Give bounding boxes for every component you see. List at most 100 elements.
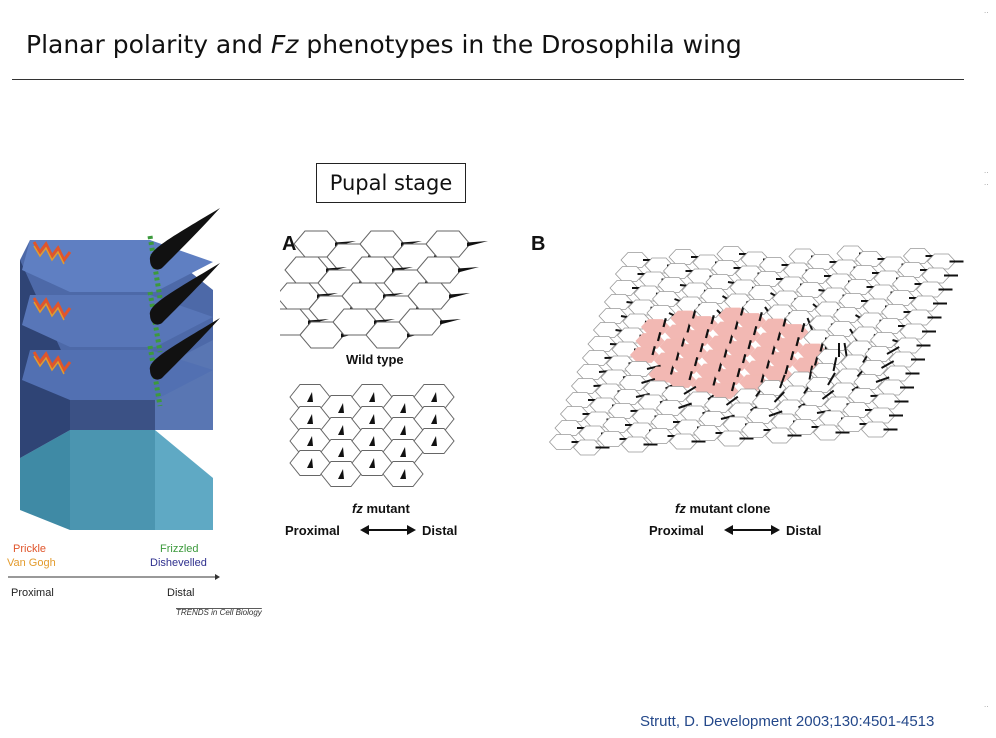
label-proximal-left: Proximal xyxy=(11,587,54,599)
pupal-stage-box: Pupal stage xyxy=(316,163,466,203)
label-dishevelled: Dishevelled xyxy=(150,557,207,569)
label-proximal-a: Proximal xyxy=(285,523,340,538)
trichome-hair xyxy=(400,469,406,479)
trichome-hair xyxy=(800,323,806,333)
edge-mark: .. xyxy=(984,700,989,709)
trichome-hair xyxy=(686,323,691,333)
trichome-hair xyxy=(765,359,771,369)
trichome-hair xyxy=(431,414,437,424)
label-clone-rest: mutant clone xyxy=(686,501,771,516)
label-wild-type: Wild type xyxy=(346,352,404,367)
trichome-hair xyxy=(819,342,824,352)
trichome-hair xyxy=(678,402,693,409)
trichome-hair xyxy=(646,364,661,370)
label-fz-mutant: fz mutant xyxy=(352,501,410,516)
trichome-hair xyxy=(656,332,662,342)
title-divider xyxy=(12,79,964,80)
trichome-hair xyxy=(641,377,656,384)
double-arrow-b-right xyxy=(771,525,780,535)
trichome-hair xyxy=(307,414,313,424)
trichome-hair xyxy=(699,343,704,353)
prickle-zigzag-2 xyxy=(32,297,72,319)
trichome-hair xyxy=(369,458,375,468)
trichome-hair xyxy=(704,329,710,339)
trichome-hair xyxy=(400,447,406,457)
vangogh-zigzag-1 xyxy=(33,245,65,265)
trichome-hair xyxy=(458,267,479,273)
trichome-hair xyxy=(881,360,895,369)
trichome-hair xyxy=(369,414,375,424)
trichome-hair xyxy=(712,376,717,386)
trichome-hair xyxy=(683,385,697,395)
trichome-hair xyxy=(338,403,344,413)
citation: Strutt, D. Development 2003;130:4501-451… xyxy=(640,713,935,730)
slide-title: Planar polarity and Fz phenotypes in the… xyxy=(26,30,742,59)
label-distal-b: Distal xyxy=(786,523,821,538)
prickle-zigzag-1 xyxy=(32,241,72,263)
trichome-hair xyxy=(758,312,763,322)
trichome-hair xyxy=(843,342,848,357)
cell-stack-illustration: Prickle Van Gogh Frizzled Dishevelled Pr… xyxy=(7,208,263,617)
label-prickle: Prickle xyxy=(13,543,46,555)
trichome-hair xyxy=(832,357,838,372)
trichome-hair xyxy=(782,317,787,327)
trichome-hair xyxy=(795,337,800,347)
trichome-hair xyxy=(739,306,745,316)
trichome-hair xyxy=(338,469,344,479)
trichome-hair xyxy=(662,318,667,328)
trichome-hair xyxy=(400,425,406,435)
trichome-hair xyxy=(886,346,900,355)
trichome-hair xyxy=(776,331,782,341)
trichome-hair xyxy=(771,345,776,355)
trichome-hair xyxy=(717,362,723,372)
label-fz-mutant-italic: fz xyxy=(352,501,363,516)
trichome-hair xyxy=(307,458,313,468)
trichome-hair xyxy=(440,319,461,325)
label-frizzled: Frizzled xyxy=(160,543,199,555)
trichome-hair xyxy=(789,351,795,361)
trichome-hair-2 xyxy=(149,263,220,325)
trichome-hair xyxy=(675,351,680,361)
trichome-hair xyxy=(741,354,747,364)
vangogh-zigzag-2 xyxy=(33,301,65,321)
trichome-hair xyxy=(688,371,693,381)
title-text-pre: Planar polarity and xyxy=(26,30,271,59)
panel-a-diagram: A Wild type fz mutant Proximal Distal xyxy=(280,230,488,538)
trichome-hair xyxy=(736,368,741,378)
label-distal-left: Distal xyxy=(167,587,195,599)
trichome-hair xyxy=(400,403,406,413)
axis-arrowhead xyxy=(215,574,220,580)
trichome-hair xyxy=(730,382,736,392)
panel-a-letter: A xyxy=(282,233,296,255)
trichome-hair xyxy=(813,356,819,366)
trichome-hair xyxy=(725,395,739,406)
trichome-hair xyxy=(680,337,686,347)
double-arrow-b-left xyxy=(724,525,733,535)
trichome-hair-3 xyxy=(149,318,220,380)
trichome-hair xyxy=(467,241,488,247)
prickle-zigzag-3 xyxy=(32,351,72,373)
edge-mark: .. xyxy=(984,178,989,187)
trichome-hair xyxy=(784,365,789,375)
trichome-hair xyxy=(720,414,735,420)
label-fz-mutant-clone: fz mutant clone xyxy=(675,501,770,516)
trichome-hair xyxy=(773,391,785,403)
mutant-clone-hex-grid xyxy=(548,245,964,456)
trichome-hair xyxy=(449,293,470,299)
trichome-hair xyxy=(821,389,835,400)
trichome-hair xyxy=(669,365,675,375)
trichome-hair xyxy=(307,436,313,446)
trichome-hair xyxy=(338,425,344,435)
trichome-hair xyxy=(827,372,836,386)
trichome-hair xyxy=(747,340,752,350)
edge-mark: .. xyxy=(984,6,989,15)
trichome-hair xyxy=(431,436,437,446)
prism-lower-front-face xyxy=(70,430,155,530)
trichome-hair xyxy=(752,326,758,336)
label-distal-a: Distal xyxy=(422,523,457,538)
title-text-post: phenotypes in the Drosophila wing xyxy=(298,30,742,59)
label-fz-mutant-rest: mutant xyxy=(363,501,411,516)
double-arrow-a-left xyxy=(360,525,369,535)
prism-lower-left-face xyxy=(20,430,70,530)
trichome-hair xyxy=(307,392,313,402)
